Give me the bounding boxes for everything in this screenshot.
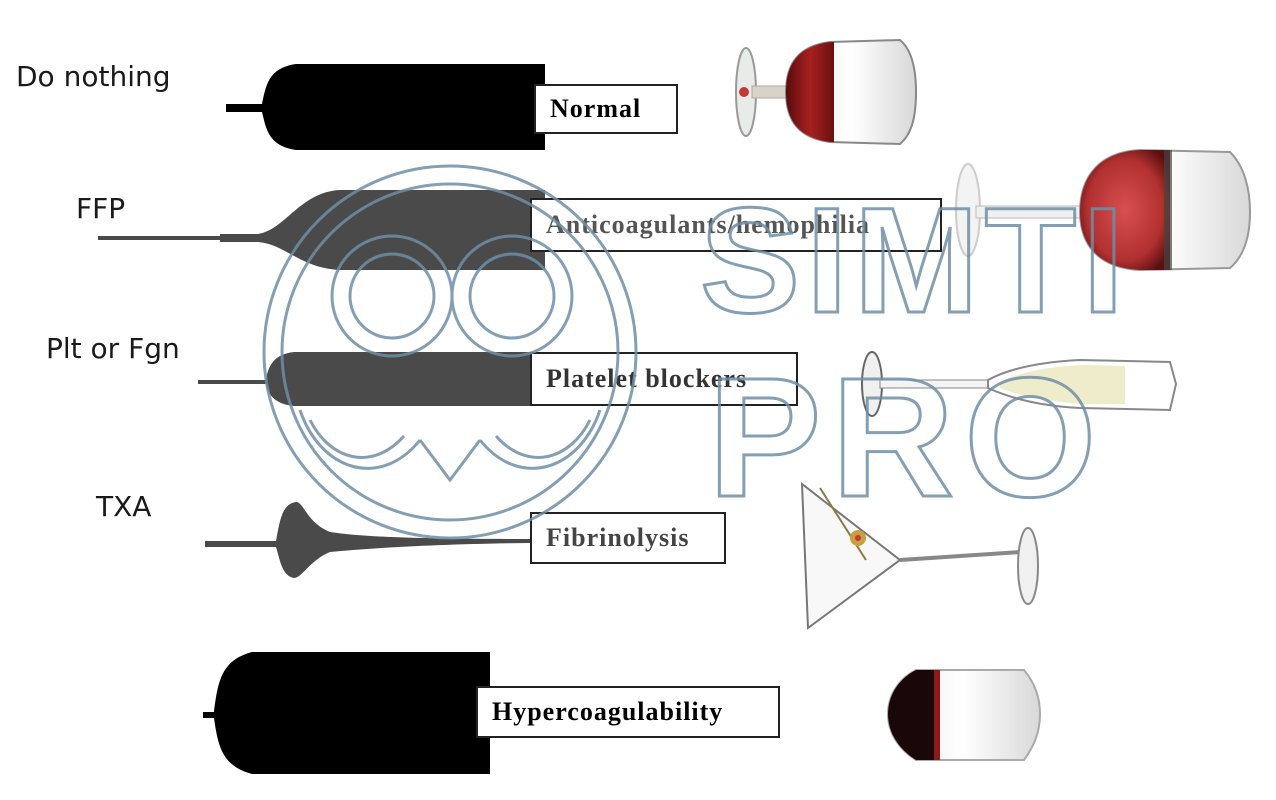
large-red-wine-glass-icon [956,150,1250,270]
champagne-flute-icon [862,352,1176,416]
martini-glass-icon [802,484,1038,628]
red-wine-glass-icon [736,40,916,144]
tumbler-glass-icon [888,670,1040,760]
